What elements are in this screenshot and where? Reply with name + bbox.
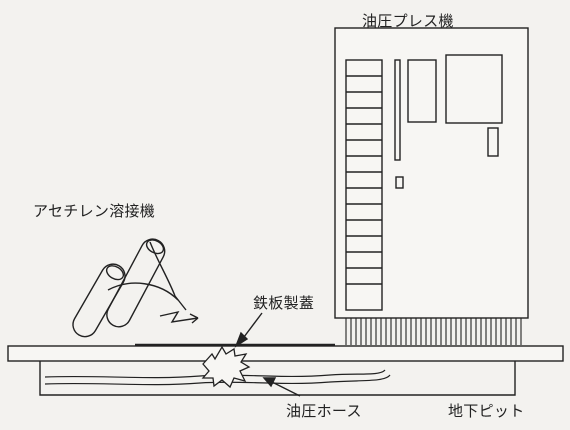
- hydraulic-hose-label: 油圧ホース: [286, 402, 362, 420]
- steel-plate-cover-label: 鉄板製蓋: [253, 294, 315, 312]
- hydraulic-press-label: 油圧プレス機: [362, 12, 454, 30]
- hose-arrow: [262, 377, 301, 397]
- acetylene-welder: [72, 238, 199, 338]
- underground-pit: [39, 361, 516, 396]
- underground-pit-label: 地下ピット: [448, 402, 525, 420]
- acetylene-welder-label: アセチレン溶接機: [33, 202, 156, 220]
- fire-burst-icon: [201, 345, 251, 389]
- hydraulic-press: [334, 27, 529, 345]
- floor-slab: [7, 345, 564, 362]
- plate-cover-arrow: [234, 312, 263, 348]
